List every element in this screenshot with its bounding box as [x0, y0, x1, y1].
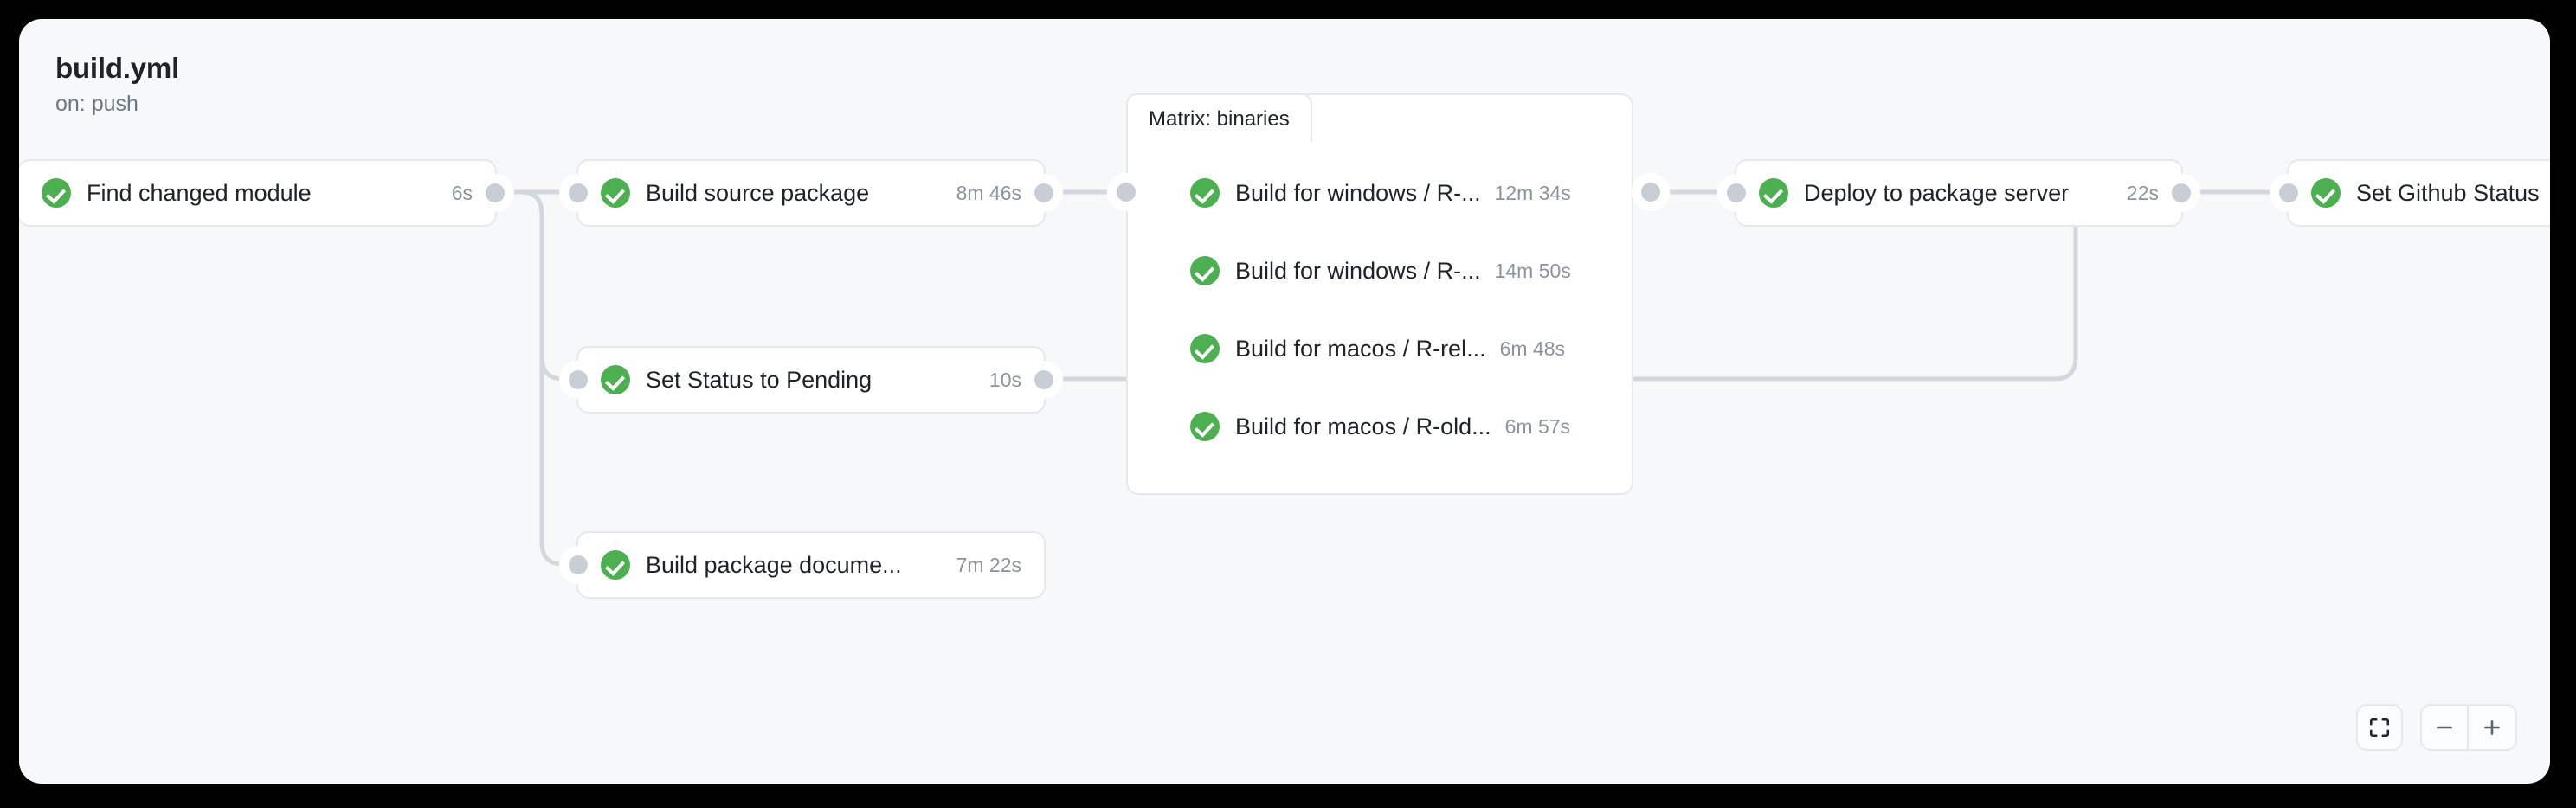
job-duration: 6m 57s: [1504, 415, 1571, 438]
success-check-icon: [1759, 178, 1788, 208]
matrix-job-row[interactable]: Build for macos / R-rel... 6m 48s: [1190, 334, 1565, 363]
success-check-icon: [1190, 412, 1220, 441]
node-input-handle[interactable]: [559, 361, 597, 399]
success-check-icon: [1190, 178, 1220, 208]
job-name: Find changed module: [87, 180, 312, 206]
job-node-find-changed-module[interactable]: Find changed module 6s: [19, 159, 514, 227]
matrix-group-tab[interactable]: Matrix: binaries: [1126, 93, 1312, 144]
node-output-handle[interactable]: [2162, 174, 2200, 212]
workflow-header: build.yml on: push: [55, 52, 179, 118]
node-input-handle[interactable]: [559, 174, 597, 212]
zoom-in-button[interactable]: [2469, 706, 2515, 749]
node-output-handle[interactable]: [476, 174, 514, 212]
success-check-icon: [42, 178, 71, 208]
job-name: Deploy to package server: [1804, 180, 2070, 206]
success-check-icon: [601, 178, 630, 208]
success-check-icon: [2311, 178, 2341, 208]
job-name: Build for macos / R-rel...: [1235, 336, 1486, 362]
fit-to-screen-icon: [2369, 717, 2390, 738]
job-node-deploy-to-package-server[interactable]: Deploy to package server 22s: [1717, 159, 2200, 227]
canvas-controls: [2356, 704, 2517, 751]
matrix-output-handle[interactable]: [1632, 173, 1670, 211]
job-node-set-status-to-pending[interactable]: Set Status to Pending 10s: [559, 346, 1063, 414]
job-name: Build for windows / R-...: [1235, 258, 1481, 284]
job-duration: 10s: [989, 369, 1021, 391]
workflow-title: build.yml: [55, 52, 180, 84]
node-input-handle[interactable]: [1717, 174, 1755, 212]
success-check-icon: [1190, 334, 1220, 363]
job-name: Build for windows / R-...: [1235, 180, 1481, 206]
node-output-handle[interactable]: [1025, 174, 1063, 212]
workflow-trigger: on: push: [55, 92, 138, 116]
fit-to-screen-button[interactable]: [2356, 704, 2403, 751]
node-input-handle[interactable]: [559, 546, 597, 584]
matrix-input-handle[interactable]: [1107, 173, 1145, 211]
job-duration: 6m 48s: [1499, 337, 1566, 360]
matrix-job-row[interactable]: Build for windows / R-... 14m 50s: [1190, 256, 1571, 285]
zoom-out-button[interactable]: [2422, 706, 2469, 749]
matrix-job-row[interactable]: Build for macos / R-old... 6m 57s: [1190, 412, 1570, 441]
matrix-job-row[interactable]: Build for windows / R-... 12m 34s: [1190, 178, 1571, 208]
job-duration: 6s: [451, 182, 473, 204]
job-name: Build source package: [646, 180, 870, 206]
job-node-set-github-status[interactable]: Set Github Status: [2270, 159, 2550, 227]
job-duration: 7m 22s: [956, 554, 1021, 576]
zoom-button-group: [2420, 704, 2517, 751]
success-check-icon: [601, 365, 630, 394]
success-check-icon: [1190, 256, 1220, 285]
edge-find-to-builddocs: [497, 189, 576, 567]
node-output-handle[interactable]: [1025, 361, 1063, 399]
plus-icon: [2484, 720, 2500, 735]
success-check-icon: [601, 550, 630, 580]
matrix-group-tab-label: Matrix: binaries: [1149, 107, 1290, 131]
job-node-build-package-documentation[interactable]: Build package docume... 7m 22s: [559, 531, 1046, 599]
job-duration: 8m 46s: [956, 182, 1021, 204]
node-input-handle[interactable]: [2270, 174, 2308, 212]
job-name: Build for macos / R-old...: [1235, 414, 1491, 439]
job-duration: 22s: [2126, 182, 2159, 204]
job-name: Set Status to Pending: [646, 367, 873, 393]
minus-icon: [2437, 726, 2452, 729]
job-name: Build package docume...: [646, 552, 902, 578]
job-duration: 12m 34s: [1494, 182, 1571, 204]
edge-find-to-setstatus: [497, 189, 576, 382]
matrix-tab-seam: [1128, 142, 1323, 147]
workflow-canvas[interactable]: build.yml on: push Matrix: binaries: [19, 19, 2550, 784]
job-node-build-source-package[interactable]: Build source package 8m 46s: [559, 159, 1063, 227]
job-duration: 14m 50s: [1494, 260, 1571, 282]
job-name: Set Github Status: [2356, 180, 2540, 206]
